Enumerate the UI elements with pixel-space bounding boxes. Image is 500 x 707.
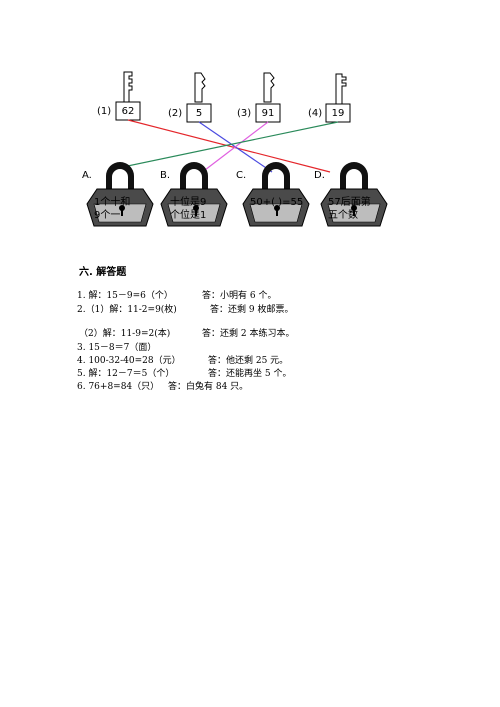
lock-b-letter: B. — [160, 170, 171, 181]
answer-1-reply: 答：小明有 6 个。 — [202, 291, 277, 301]
section-title: 六. 解答题 — [79, 267, 127, 278]
key-3-number: 91 — [261, 108, 275, 119]
lock-d — [320, 162, 388, 227]
key-4-label: (4) — [308, 108, 323, 119]
lock-b-line2: 个位是1 — [170, 208, 206, 221]
answer-2-work: 2.（1）解：11-2=9(枚) — [77, 305, 177, 315]
answer-5-work: 5. 解：12－7＝5（个） — [77, 369, 175, 379]
answer-4-reply: 答：他还剩 25 元。 — [208, 356, 289, 366]
answer-3-work: 3. 15－8＝7（面） — [77, 343, 157, 353]
lock-a-letter: A. — [82, 170, 92, 181]
lock-b — [160, 162, 228, 227]
key-2 — [186, 72, 212, 123]
answer-4-work: 4. 100-32-40=28（元） — [77, 356, 181, 366]
lock-a-line2: 9个一 — [94, 209, 120, 221]
lock-b-line1: 十位是9 — [170, 195, 206, 208]
key-4 — [325, 73, 351, 123]
key-3-label: (3) — [237, 108, 252, 119]
key-2-label: (2) — [168, 108, 183, 119]
answer-1-work: 1. 解：15－9=6（个） — [77, 291, 173, 301]
lock-c — [242, 162, 310, 227]
lock-a-line1: 1个十和 — [94, 195, 130, 208]
lock-c-line1: 50+( )=55 — [250, 197, 303, 208]
matching-illustration: 1个十和 9个一 十位是9 个位是1 50+( )=55 57后面第 五个数 — [86, 71, 388, 227]
connection-line-4 — [117, 121, 339, 169]
answer-5-reply: 答：还能再坐 5 个。 — [208, 369, 292, 379]
answer-6-work: 6. 76+8=84（只） — [77, 382, 160, 392]
key-3 — [255, 72, 281, 123]
connection-line-1 — [127, 119, 331, 173]
key-4-number: 19 — [331, 108, 345, 119]
answer-2b-work: （2）解：11-9=2(本) — [79, 329, 171, 339]
answer-6-reply: 答：白兔有 84 只。 — [168, 382, 249, 392]
lock-c-letter: C. — [236, 170, 247, 181]
connection-line-3 — [204, 121, 269, 171]
key-2-number: 5 — [195, 108, 203, 119]
lock-d-letter: D. — [314, 170, 325, 181]
answer-2-reply: 答：还剩 9 枚邮票。 — [210, 305, 294, 315]
key-1-label: (1) — [97, 106, 112, 117]
answer-2b-reply: 答：还剩 2 本练习本。 — [202, 329, 295, 339]
lock-a — [86, 162, 154, 227]
lock-d-line1: 57后面第 — [328, 195, 371, 208]
key-1-number: 62 — [121, 106, 135, 117]
lock-d-line2: 五个数 — [328, 208, 358, 221]
